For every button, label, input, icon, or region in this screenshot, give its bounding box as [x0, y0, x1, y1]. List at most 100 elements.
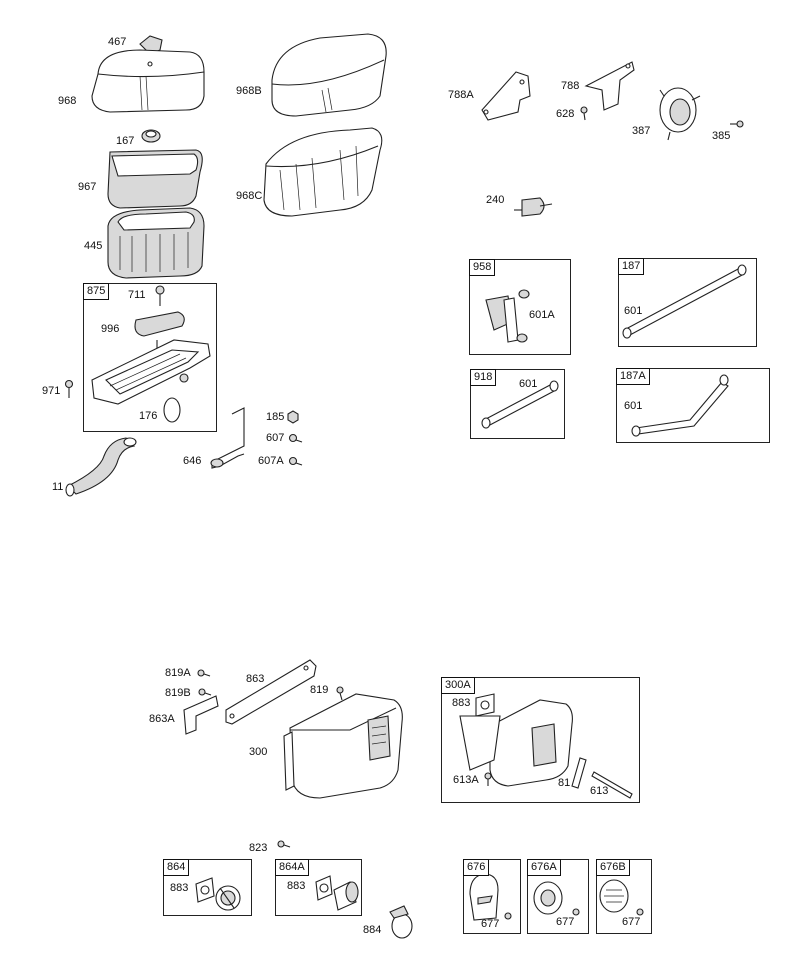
- label-240: 240: [486, 194, 505, 206]
- part-819-screw: [336, 686, 344, 701]
- part-613-rod: [591, 771, 633, 799]
- part-607A-screw: [288, 456, 303, 466]
- part-864-adapter: [195, 877, 241, 911]
- label-968B: 968B: [236, 85, 262, 97]
- label-863: 863: [246, 673, 265, 685]
- label-819: 819: [310, 684, 329, 696]
- kit-187-box: [618, 258, 757, 347]
- kit-tag-918: 918: [470, 369, 497, 386]
- label-883-kit-300A: 883: [452, 697, 471, 709]
- part-968B-cover: [271, 33, 387, 117]
- part-387-fuel-pump: [659, 87, 701, 141]
- part-864A-adapter: [315, 875, 359, 911]
- part-819A-screw: [197, 669, 211, 677]
- part-240-fuel-filter: [514, 197, 553, 217]
- kit-tag-864A: 864A: [275, 859, 309, 876]
- label-968C: 968C: [236, 190, 263, 202]
- label-185: 185: [266, 411, 285, 423]
- label-883-kit-864: 883: [170, 882, 189, 894]
- label-613: 613: [590, 785, 609, 797]
- part-676B-cap: [599, 879, 644, 916]
- part-711-screw: [155, 285, 165, 306]
- label-968: 968: [58, 95, 77, 107]
- part-967-precleaner: [107, 149, 203, 209]
- label-971: 971: [42, 385, 61, 397]
- part-445-filter: [107, 207, 205, 279]
- part-676-cap: [469, 873, 512, 921]
- label-607A: 607A: [258, 455, 284, 467]
- part-187A-pipe: [631, 374, 729, 437]
- label-81: 81: [558, 777, 571, 789]
- part-863A-bracket: [183, 695, 219, 735]
- part-884-clamp: [389, 905, 413, 939]
- kit-958-box: [469, 259, 571, 355]
- part-167-grommet: [141, 129, 161, 143]
- label-601-kit-918: 601: [519, 378, 538, 390]
- part-968C-cover: [263, 127, 383, 217]
- kit-676-box: [463, 859, 521, 934]
- label-883-kit-864A: 883: [287, 880, 306, 892]
- label-819A: 819A: [165, 667, 191, 679]
- label-601-kit-187A: 601: [624, 400, 643, 412]
- kit-tag-875: 875: [83, 283, 110, 300]
- part-918-pipe: [481, 380, 559, 429]
- label-677-kit-676: 677: [481, 918, 500, 930]
- label-677-kit-676A: 677: [556, 916, 575, 928]
- label-967: 967: [78, 181, 97, 193]
- label-646: 646: [183, 455, 202, 467]
- part-613A-screw: [484, 772, 492, 786]
- label-788: 788: [561, 80, 580, 92]
- part-971-screw: [64, 379, 74, 398]
- part-676A-cap: [533, 881, 580, 916]
- label-711: 711: [128, 289, 146, 301]
- label-601A: 601A: [529, 309, 555, 321]
- label-387: 387: [632, 125, 651, 137]
- kit-tag-676: 676: [463, 859, 490, 876]
- label-11: 11: [52, 481, 64, 493]
- part-883-gasket-300A: [475, 693, 495, 717]
- label-819B: 819B: [165, 687, 191, 699]
- label-628: 628: [556, 108, 575, 120]
- label-996: 996: [101, 323, 120, 335]
- part-863-bracket: [225, 659, 317, 725]
- kit-tag-187A: 187A: [616, 368, 650, 385]
- part-185-nut: [287, 410, 299, 424]
- part-11-tube: [65, 437, 137, 497]
- label-385: 385: [712, 130, 731, 142]
- part-607-screw: [288, 433, 303, 443]
- label-601-kit-187: 601: [624, 305, 643, 317]
- label-445: 445: [84, 240, 103, 252]
- part-300-muffler: [283, 693, 403, 799]
- part-628-screw: [580, 106, 588, 121]
- label-176: 176: [139, 410, 158, 422]
- part-646-bracket: [210, 407, 245, 469]
- label-613A: 613A: [453, 774, 479, 786]
- kit-tag-187: 187: [618, 258, 645, 275]
- kit-864A-box: [275, 859, 362, 916]
- part-300A-muffler: [459, 699, 573, 787]
- kit-875-box: [83, 283, 217, 432]
- kit-918-box: [470, 369, 565, 439]
- label-863A: 863A: [149, 713, 175, 725]
- part-81-clip: [571, 757, 587, 789]
- kit-tag-300A: 300A: [441, 677, 475, 694]
- kit-tag-864: 864: [163, 859, 190, 876]
- part-996-seal: [134, 311, 185, 337]
- part-385-screw: [730, 120, 744, 128]
- label-607: 607: [266, 432, 285, 444]
- kit-tag-676B: 676B: [596, 859, 630, 876]
- label-167: 167: [116, 135, 135, 147]
- part-187-pipe: [622, 264, 747, 339]
- kit-tag-958: 958: [469, 259, 496, 276]
- part-788A-bracket: [481, 71, 531, 121]
- label-300: 300: [249, 746, 268, 758]
- label-788A: 788A: [448, 89, 474, 101]
- part-958-valve: [485, 289, 530, 343]
- part-875-base: [91, 339, 211, 423]
- part-788-bracket: [584, 61, 635, 111]
- kit-300A-box: [441, 677, 640, 803]
- kit-187A-box: [616, 368, 770, 443]
- part-823-screw: [277, 840, 291, 848]
